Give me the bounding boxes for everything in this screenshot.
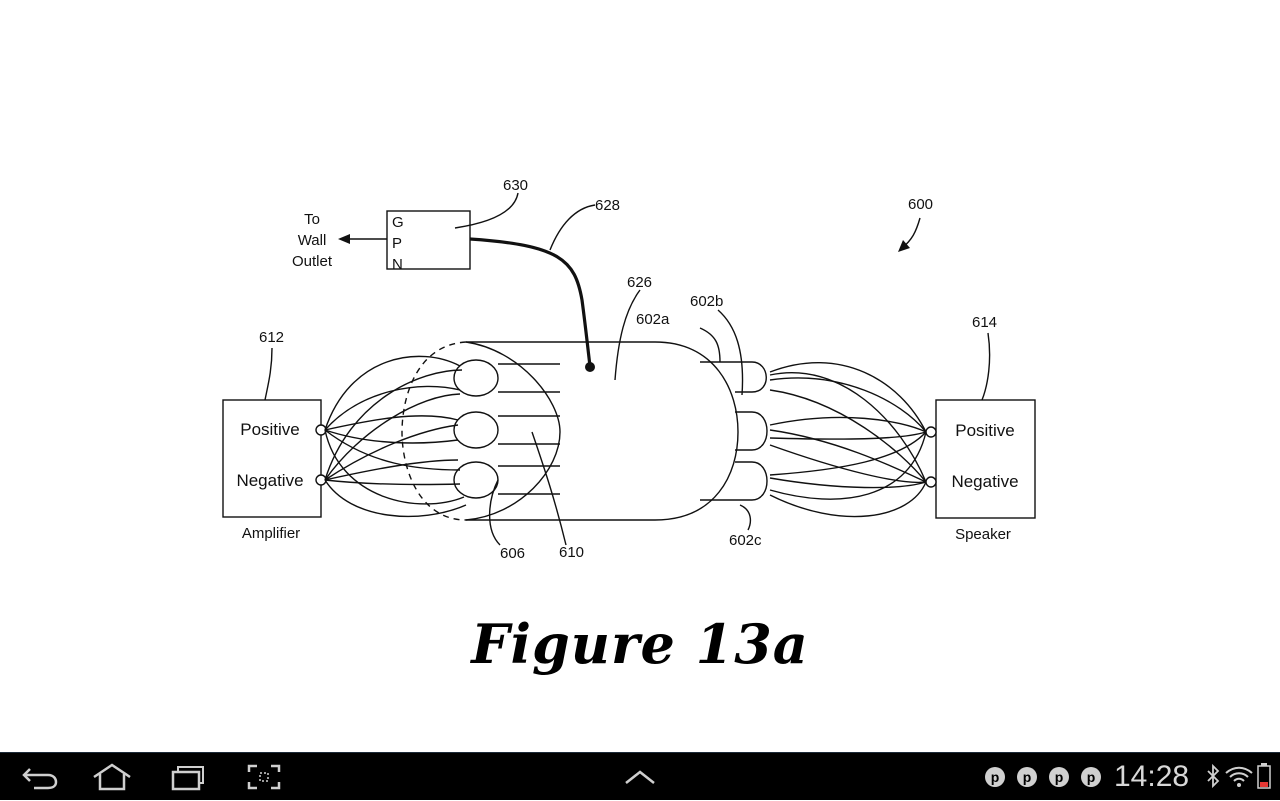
screenshot-button[interactable] [234,759,294,795]
ref-628: 628 [595,197,620,214]
amp-negative-label: Negative [236,471,303,490]
document-viewer[interactable]: To Wall Outlet G P N 630 628 626 602a 60… [0,0,1280,752]
system-status-icons[interactable] [1204,753,1274,801]
ref-602a: 602a [636,311,670,328]
battery-icon [1257,763,1271,789]
amp-caption: Amplifier [242,525,300,542]
figure-caption: Figure 13a [471,612,809,676]
expand-button[interactable] [610,759,670,795]
bluetooth-icon [1207,763,1220,789]
pinterest-icon: p [1017,767,1037,787]
ref-612: 612 [259,329,284,346]
label-to: To [304,211,320,228]
status-clock[interactable]: 14:28 [1114,760,1190,793]
home-icon [93,763,131,791]
spk-caption: Speaker [955,526,1011,543]
label-n: N [392,256,403,273]
svg-text:p: p [1023,769,1032,785]
svg-text:p: p [1055,769,1064,785]
svg-text:p: p [1087,769,1096,785]
chevron-up-icon [625,770,655,784]
back-icon [22,768,58,790]
label-outlet: Outlet [292,253,333,270]
system-navigation-bar: p p p p 14:28 [0,752,1280,800]
pinterest-icon: p [1081,767,1101,787]
ref-626: 626 [627,274,652,291]
back-button[interactable] [10,759,70,795]
amp-positive-label: Positive [240,420,300,439]
svg-text:p: p [991,769,1000,785]
spk-positive-label: Positive [955,421,1015,440]
recent-apps-icon [171,766,204,791]
label-wall: Wall [298,232,327,249]
wifi-icon [1225,766,1253,787]
label-p: P [392,235,402,252]
ref-602c: 602c [729,532,762,549]
spk-negative-label: Negative [951,472,1018,491]
ref-606: 606 [500,545,525,562]
ref-600: 600 [908,196,933,213]
ref-614: 614 [972,314,997,331]
home-button[interactable] [82,759,142,795]
screenshot-icon [247,764,281,790]
ref-610: 610 [559,544,584,561]
pinterest-icon: p [985,767,1005,787]
arrowhead [338,234,350,244]
label-g: G [392,214,404,231]
patent-figure: To Wall Outlet G P N 630 628 626 602a 60… [222,177,1036,562]
pinterest-icon: p [1049,767,1069,787]
notification-area[interactable]: p p p p [984,753,1110,801]
recent-apps-button[interactable] [158,759,218,795]
ref-602b: 602b [690,293,723,310]
ref-630: 630 [503,177,528,194]
